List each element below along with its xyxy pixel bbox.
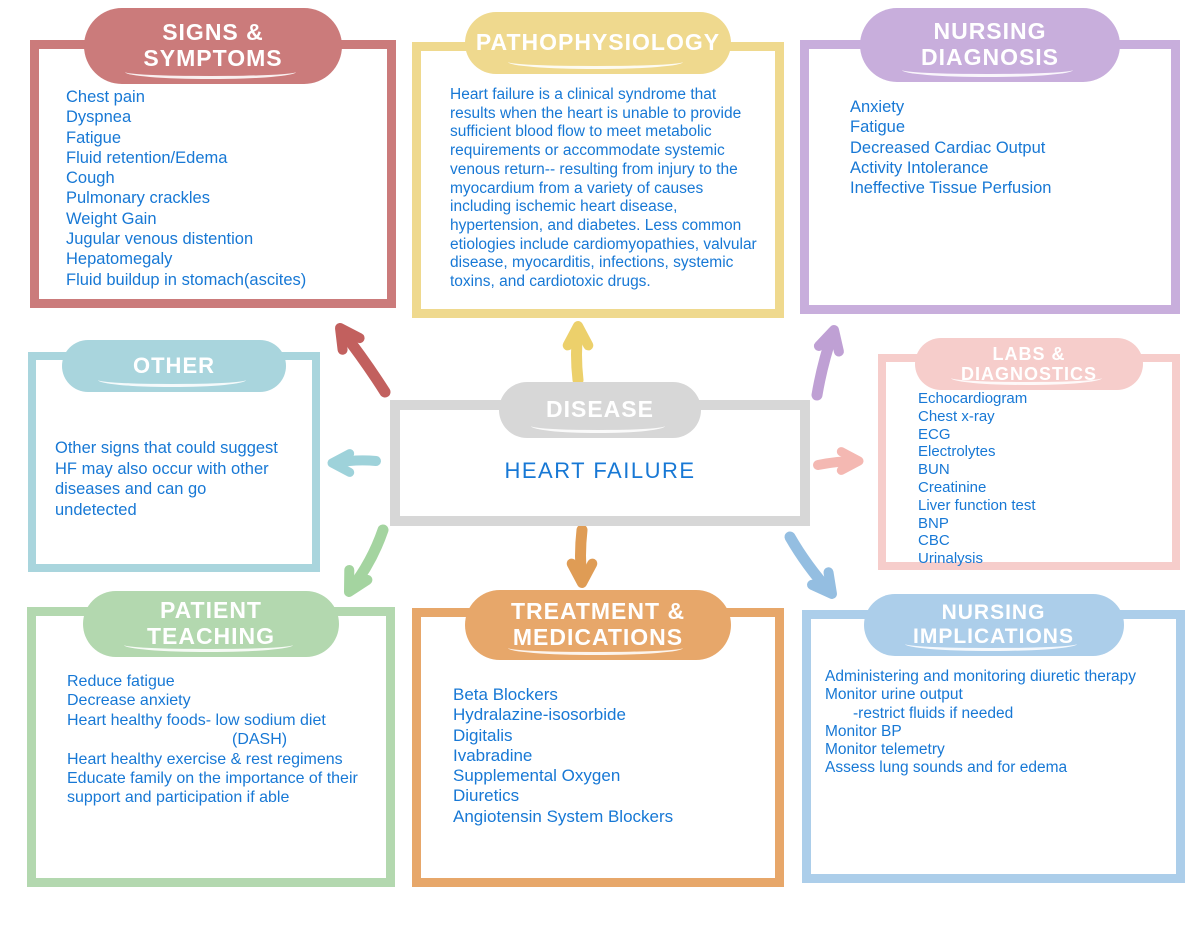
- list-item: Supplemental Oxygen: [453, 766, 621, 786]
- nursing-implications-title-bubble: NURSING IMPLICATIONS: [863, 594, 1124, 656]
- disease-title-bubble: DISEASE: [499, 382, 701, 438]
- title-line: OTHER: [133, 352, 215, 378]
- title-line: NURSING: [941, 601, 1046, 625]
- list-item: Fatigue: [850, 118, 906, 137]
- title-line: TREATMENT &: [510, 598, 686, 625]
- title-line: PATIENT: [160, 597, 262, 624]
- list-item: Monitor urine output: [825, 686, 963, 704]
- list-item: Cough: [66, 169, 115, 188]
- patient-teaching-title-bubble: PATIENT TEACHING: [83, 591, 339, 657]
- list-item: Dyspnea: [66, 108, 132, 127]
- patient-teaching-list: Reduce fatigue Decrease anxiety Heart he…: [36, 616, 397, 808]
- list-item: Educate family on the importance of thei…: [67, 770, 358, 807]
- list-item: Digitalis: [453, 725, 513, 745]
- list-item: Chest pain: [66, 88, 145, 106]
- arrow-to-labs-diagnostics-icon: [813, 447, 864, 475]
- arrow-to-treatment-medications-icon: [566, 524, 598, 588]
- list-item: -restrict fluids if needed: [853, 704, 1014, 722]
- list-item: Heart healthy exercise & rest regimens: [67, 750, 343, 768]
- disease-name: HEART FAILURE: [504, 458, 696, 483]
- pathophysiology-title-bubble: PATHOPHYSIOLOGY: [465, 12, 731, 74]
- list-item: Decrease anxiety: [67, 692, 191, 710]
- arrow-to-signs-symptoms-icon: [335, 323, 391, 398]
- title-line: MEDICATIONS: [512, 624, 684, 650]
- title-line: SYMPTOMS: [143, 45, 283, 71]
- list-item: Pulmonary crackles: [66, 189, 210, 208]
- title-line: DIAGNOSTICS: [960, 364, 1097, 384]
- list-item: Diuretics: [453, 786, 520, 806]
- list-item: Fatigue: [66, 128, 122, 147]
- list-item: Reduce fatigue: [67, 673, 175, 690]
- list-item: Chest x-ray: [918, 407, 995, 425]
- title-line: IMPLICATIONS: [913, 625, 1074, 648]
- labs-diagnostics-title-bubble: LABS & DIAGNOSTICS: [915, 338, 1143, 390]
- title-line: NURSING: [933, 18, 1047, 45]
- arrow-to-patient-teaching-icon: [344, 524, 389, 597]
- other-box: OTHER Other signs that could suggest HF …: [28, 340, 320, 572]
- treatment-medications-title-bubble: TREATMENT & MEDICATIONS: [465, 590, 731, 660]
- list-item: Fluid retention/Edema: [66, 148, 228, 167]
- nursing-implications-list: Administering and monitoring diuretic th…: [811, 619, 1176, 778]
- nursing-diagnosis-title-bubble: NURSING DIAGNOSIS: [860, 8, 1120, 82]
- list-item: Weight Gain: [66, 209, 157, 228]
- list-item: Beta Blockers: [453, 685, 558, 704]
- list-item: Fluid buildup in stomach(ascites): [66, 270, 307, 289]
- list-item: Decreased Cardiac Output: [850, 138, 1046, 157]
- labs-diagnostics-list: Echocardiogram Chest x-ray ECG Electroly…: [886, 362, 1172, 568]
- list-item: (DASH): [232, 731, 288, 749]
- arrow-to-other-icon: [327, 449, 381, 477]
- list-item: CBC: [918, 532, 950, 550]
- list-item: Administering and monitoring diuretic th…: [825, 668, 1137, 685]
- other-paragraph: Other signs that could suggest HF may al…: [55, 439, 278, 519]
- title-line: PATHOPHYSIOLOGY: [475, 29, 721, 56]
- pathophysiology-paragraph: Heart failure is a clinical syndrome tha…: [450, 86, 757, 291]
- list-item: Heart healthy foods- low sodium diet: [67, 711, 326, 729]
- treatment-medications-list: Beta Blockers Hydralazine-isosorbide Dig…: [421, 617, 775, 827]
- title-line: DISEASE: [546, 396, 654, 423]
- nursing-diagnosis-list: Anxiety Fatigue Decreased Cardiac Output…: [809, 49, 1171, 198]
- title-line: SIGNS &: [162, 19, 264, 46]
- list-item: Ineffective Tissue Perfusion: [850, 179, 1052, 198]
- list-item: ECG: [918, 425, 951, 443]
- nursing-diagnosis-box: NURSING DIAGNOSIS Anxiety Fatigue Decrea…: [800, 8, 1180, 314]
- list-item: Monitor telemetry: [825, 741, 945, 759]
- arrow-to-pathophysiology-icon: [562, 321, 594, 386]
- disease-center-box: DISEASE HEART FAILURE: [390, 382, 810, 526]
- list-item: BNP: [918, 514, 949, 532]
- labs-diagnostics-box: LABS & DIAGNOSTICS Echocardiogram Chest …: [878, 338, 1180, 570]
- title-line: DIAGNOSIS: [920, 44, 1060, 70]
- list-item: Hepatomegaly: [66, 250, 173, 269]
- pathophysiology-box: PATHOPHYSIOLOGY Heart failure is a clini…: [412, 12, 784, 318]
- list-item: Assess lung sounds and for edema: [825, 759, 1068, 777]
- list-item: BUN: [918, 461, 950, 479]
- title-line: TEACHING: [146, 623, 276, 649]
- list-item: Hydralazine-isosorbide: [453, 705, 626, 725]
- list-item: Anxiety: [850, 98, 905, 116]
- list-item: Echocardiogram: [918, 390, 1028, 407]
- list-item: Urinalysis: [918, 550, 984, 568]
- list-item: Electrolytes: [918, 443, 996, 461]
- list-item: Activity Intolerance: [850, 158, 989, 177]
- list-item: Monitor BP: [825, 722, 902, 740]
- treatment-medications-box: TREATMENT & MEDICATIONS Beta Blockers Hy…: [412, 590, 784, 887]
- list-item: Liver function test: [918, 496, 1036, 514]
- signs-symptoms-list: Chest pain Dyspnea Fatigue Fluid retenti…: [39, 49, 387, 290]
- list-item: Creatinine: [918, 478, 987, 496]
- other-title-bubble: OTHER: [62, 340, 286, 392]
- list-item: Jugular venous distention: [66, 230, 254, 249]
- arrow-to-nursing-diagnosis-icon: [811, 325, 844, 401]
- nursing-implications-box: NURSING IMPLICATIONS Administering and m…: [802, 594, 1185, 883]
- signs-symptoms-box: SIGNS & SYMPTOMS Chest pain Dyspnea Fati…: [30, 8, 396, 308]
- arrow-to-nursing-implications-icon: [784, 531, 837, 599]
- title-line: LABS &: [992, 343, 1066, 364]
- signs-symptoms-title-bubble: SIGNS & SYMPTOMS: [84, 8, 342, 84]
- list-item: Angiotensin System Blockers: [453, 806, 674, 826]
- patient-teaching-box: PATIENT TEACHING Reduce fatigue Decrease…: [27, 591, 397, 887]
- list-item: Ivabradine: [453, 745, 533, 765]
